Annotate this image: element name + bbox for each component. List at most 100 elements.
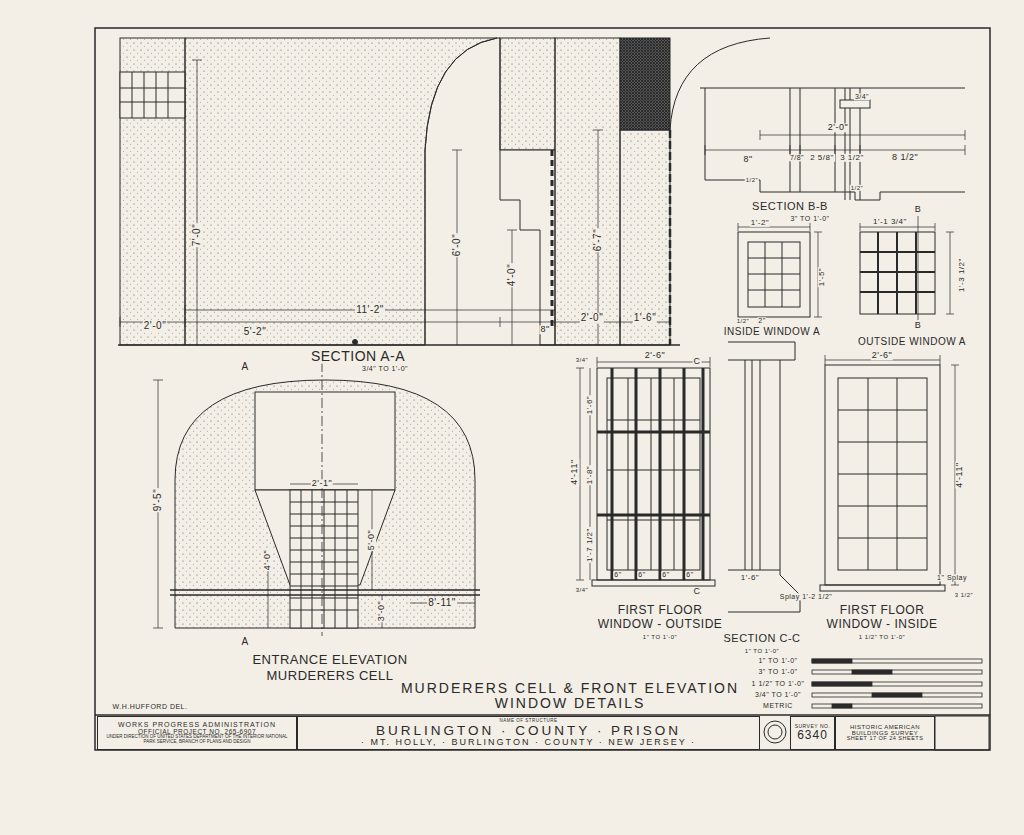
- dimension-label: 3/4": [854, 93, 870, 100]
- window-a-details-part: [738, 232, 810, 317]
- view-label: WINDOW - INSIDE: [826, 618, 939, 631]
- title-block-text: BURLINGTON · COUNTY · PRISON: [376, 724, 681, 738]
- section-b-b-part: [700, 88, 965, 89]
- dimension-label: 8": [539, 325, 550, 334]
- scale-bars-part: [852, 670, 892, 674]
- scale-bars-part: [812, 693, 982, 697]
- dimension-label: 2 5/8": [809, 154, 835, 162]
- first-floor-window-outside-part: [592, 580, 715, 586]
- section-c-c: [728, 342, 800, 612]
- section-a-a-part: [620, 130, 670, 345]
- window-a-details-part: [860, 232, 935, 314]
- entrance-elevation-part: [255, 392, 395, 490]
- dimension-label: 1'-7 1/2": [586, 527, 594, 563]
- dimension-label: 1/2": [745, 177, 759, 183]
- window-a-details-part: [748, 242, 800, 307]
- view-label: SECTION A-A: [310, 349, 406, 364]
- view-label: MURDERERS CELL: [266, 669, 395, 683]
- dimension-label: 2'-0": [580, 313, 604, 324]
- section-a-a: [118, 38, 770, 345]
- dimension-label: 4'-11": [955, 461, 964, 488]
- dimension-label: 1 1/2" TO 1'-0": [858, 634, 906, 640]
- first-floor-window-inside-part: [825, 365, 940, 585]
- section-c-c-part: [728, 360, 780, 570]
- section-a-a-part: [185, 38, 497, 345]
- section-a-a-part: [120, 72, 185, 118]
- scale-bars-part: [812, 682, 982, 686]
- window-a-details-part: [738, 223, 822, 317]
- dimension-label: 6": [661, 571, 670, 578]
- section-a-a-part: [620, 38, 670, 130]
- dimension-label: 1'-8": [586, 465, 594, 485]
- dimension-label: 5'-0": [367, 529, 376, 551]
- view-label: B: [914, 321, 923, 330]
- dimension-label: 1" TO 1'-0": [744, 648, 780, 654]
- view-label: WINDOW - OUTSIDE: [597, 618, 724, 631]
- view-label: B: [914, 205, 923, 214]
- view-label: C: [693, 357, 702, 366]
- section-a-a-part: [670, 38, 770, 130]
- view-label: INSIDE WINDOW A: [723, 327, 821, 338]
- section-a-a-part: [353, 340, 358, 345]
- section-a-a-part: [500, 150, 555, 345]
- view-label: ENTRANCE ELEVATION: [251, 653, 408, 667]
- dimension-label: 2'-0": [827, 123, 849, 132]
- dimension-label: 3 1/2": [839, 154, 865, 162]
- dimension-label: 2'-6": [644, 351, 666, 360]
- dimension-label: 1'-2": [750, 219, 770, 227]
- section-a-a-part: [551, 150, 554, 330]
- first-floor-window-outside-part: [597, 368, 710, 580]
- dimension-label: 4'-0": [263, 549, 272, 571]
- dimension-label: 6": [637, 571, 646, 578]
- entrance-elevation-part: [153, 380, 475, 628]
- dimension-label: 8 1/2": [891, 153, 919, 162]
- sheet-title: MURDERERS CELL & FRONT ELEVATION WINDOW …: [400, 681, 740, 710]
- scale-bars-part: [812, 670, 982, 674]
- first-floor-window-inside-part: [838, 378, 927, 570]
- section-a-a-part: [425, 38, 500, 345]
- dimension-label: 4'-11": [570, 458, 579, 485]
- dimension-label: 2'-0": [143, 321, 167, 332]
- scale-bars-part: [812, 682, 872, 686]
- dimension-label: 3 1/2": [954, 592, 974, 598]
- project-box: WORKS PROGRESS ADMINISTRATIONOFFICIAL PR…: [97, 716, 297, 750]
- dimension-label: 9'-5": [153, 488, 164, 512]
- view-label: FIRST FLOOR: [617, 604, 704, 617]
- dimension-label: 1" Splay: [936, 574, 968, 581]
- scale-bars-part: [832, 704, 852, 708]
- dimension-label: 8": [742, 155, 753, 164]
- first-floor-window-inside: [820, 355, 959, 591]
- view-label: SECTION B-B: [751, 201, 829, 213]
- dimension-label: 3" TO 1'-0": [789, 215, 830, 222]
- dimension-label: 4'-0": [507, 263, 518, 287]
- section-a-a-part: [120, 305, 670, 327]
- dimension-label: Splay 1'-2 1/2": [779, 593, 834, 600]
- dimension-label: 2": [757, 317, 766, 324]
- entrance-elevation-part: [290, 490, 358, 628]
- first-floor-window-outside: [576, 357, 715, 586]
- dimension-label: 1/2": [850, 185, 864, 191]
- dimension-label: 1/2": [736, 318, 750, 324]
- dimension-label: 1'-6": [740, 574, 760, 582]
- sheet-frame-part: [935, 716, 989, 750]
- first-floor-window-inside-part: [825, 355, 959, 585]
- section-a-a-part: [500, 38, 555, 150]
- first-floor-window-outside-part: [576, 357, 710, 580]
- survey-box: HISTORIC AMERICAN BUILDINGS SURVEYSHEET …: [835, 716, 935, 750]
- dimension-label: 7/8": [789, 154, 805, 161]
- section-b-b-part: [705, 130, 965, 155]
- title-block-text: WORKS PROGRESS ADMINISTRATION: [118, 721, 276, 728]
- title-block-text: · MT. HOLLY, · BURLINGTON · COUNTY · NEW…: [361, 738, 696, 747]
- entrance-elevation-part: [322, 362, 323, 636]
- dimension-label: 3/4" TO 1'-0": [361, 365, 409, 372]
- title-block-text: OFFICIAL PROJECT NO. 265-6907: [138, 729, 256, 736]
- dimension-label: 1 1/2" TO 1'-0": [751, 680, 806, 687]
- survey-number-box: SURVEY NO.6340: [790, 716, 835, 750]
- section-a-a-part: [555, 38, 620, 345]
- scale-bars-part: [812, 659, 852, 663]
- first-floor-window-inside-part: [838, 378, 927, 570]
- view-label: W.H.HUFFORD DEL.: [112, 703, 189, 710]
- dimension-label: 6'-7": [593, 228, 604, 252]
- view-label: FIRST FLOOR: [839, 604, 926, 617]
- entrance-elevation-part: [290, 490, 358, 628]
